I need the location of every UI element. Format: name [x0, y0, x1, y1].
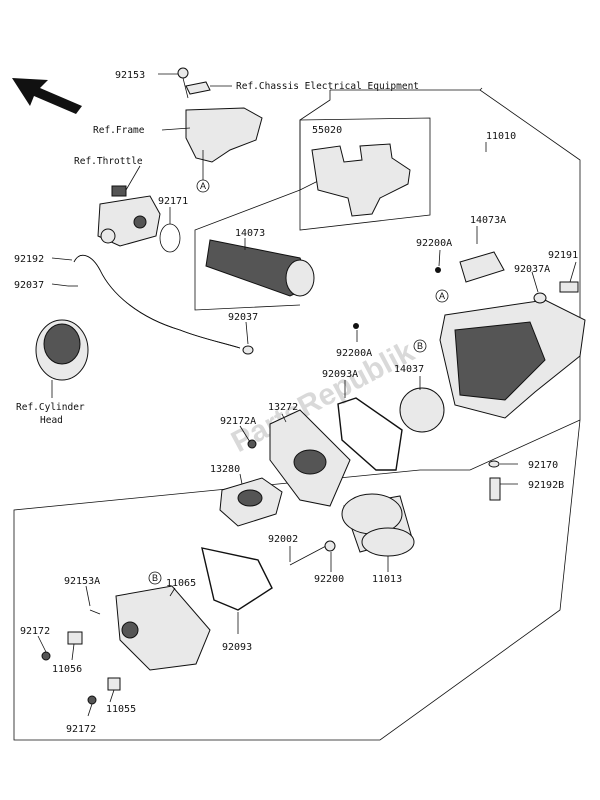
assembly-border: [13, 89, 581, 741]
part-92200A-top: [435, 267, 441, 273]
ref-frame-label: Ref.Frame: [93, 125, 145, 136]
part-92200-washer: [324, 540, 336, 552]
part-11013-filter: [341, 493, 415, 557]
label-13280: 13280: [210, 464, 240, 475]
part-11056-bracket: [67, 631, 83, 645]
callout-a-circle-box: [435, 289, 449, 303]
part-11065-cover: [115, 585, 211, 671]
part-92037A: [533, 292, 547, 304]
part-92153A-bolt: [89, 609, 101, 615]
part-chassis-bracket: [185, 81, 211, 95]
label-14073A: 14073A: [470, 215, 506, 226]
label-92192B: 92192B: [528, 480, 564, 491]
label-11056: 11056: [52, 664, 82, 675]
part-92192B-tube: [489, 477, 501, 501]
label-92191: 92191: [548, 250, 578, 261]
part-cylinder-head-cover: [35, 319, 89, 381]
part-14073-duct: [205, 239, 315, 297]
part-92191: [559, 281, 579, 293]
callout-a-top: A: [200, 181, 206, 191]
callout-a-box: A: [439, 291, 445, 301]
label-13272: 13272: [268, 402, 298, 413]
inner-border-hose: [194, 189, 301, 311]
part-92037-mid-clamp: [242, 345, 254, 355]
label-14073: 14073: [235, 228, 265, 239]
label-11013: 11013: [372, 574, 402, 585]
label-92093A: 92093A: [322, 369, 358, 380]
part-55020-plate: [311, 143, 411, 217]
label-55020: 55020: [312, 125, 342, 136]
callout-b-circle-cover: [148, 571, 162, 585]
part-11010-air-box: [439, 251, 586, 419]
label-92093: 92093: [222, 642, 252, 653]
label-92153: 92153: [115, 70, 145, 81]
part-frame-bracket: [185, 107, 263, 163]
part-92170-clip: [488, 460, 500, 468]
label-92172A: 92172A: [220, 416, 256, 427]
part-92093-gasket: [201, 547, 273, 611]
ref-cylinder-label: Ref.Cylinder: [16, 402, 85, 413]
part-92002-bolt: [289, 545, 327, 566]
label-92170: 92170: [528, 460, 558, 471]
label-92200A-top: 92200A: [416, 238, 452, 249]
label-92171: 92171: [158, 196, 188, 207]
part-14037-plate: [399, 387, 445, 433]
label-11055: 11055: [106, 704, 136, 715]
label-92192: 92192: [14, 254, 44, 265]
part-92172-screw-bottom: [87, 695, 97, 705]
label-14037: 14037: [394, 364, 424, 375]
label-92200A-mid: 92200A: [336, 348, 372, 359]
leader-lines: [37, 73, 577, 717]
label-92153A: 92153A: [64, 576, 100, 587]
ref-cylinder-head-label: Head: [40, 415, 63, 426]
ref-throttle-label: Ref.Throttle: [74, 156, 143, 167]
label-92002: 92002: [268, 534, 298, 545]
label-92200: 92200: [314, 574, 344, 585]
label-92172-bottom: 92172: [66, 724, 96, 735]
part-92153-bolt: [177, 67, 189, 99]
part-11055-bracket: [107, 677, 121, 691]
label-92037-mid: 92037: [228, 312, 258, 323]
label-11010: 11010: [486, 131, 516, 142]
ref-chassis-electrical-label: Ref.Chassis Electrical Equipment: [236, 81, 419, 92]
part-92200A-mid: [353, 323, 359, 329]
label-92037A: 92037A: [514, 264, 550, 275]
label-92172-left: 92172: [20, 626, 50, 637]
callout-b-circle-box: [413, 339, 427, 353]
front-direction-arrow-icon: [12, 78, 82, 114]
callout-b-box: B: [417, 341, 423, 351]
part-box-55020: [299, 117, 431, 231]
part-throttle-body: [97, 185, 161, 247]
part-92093A-gasket: [337, 397, 403, 471]
part-92171-clamp: [159, 223, 181, 253]
callout-b-cover: B: [152, 573, 158, 583]
part-92172-screw-left: [41, 651, 51, 661]
label-11065: 11065: [166, 578, 196, 589]
label-92037-left: 92037: [14, 280, 44, 291]
